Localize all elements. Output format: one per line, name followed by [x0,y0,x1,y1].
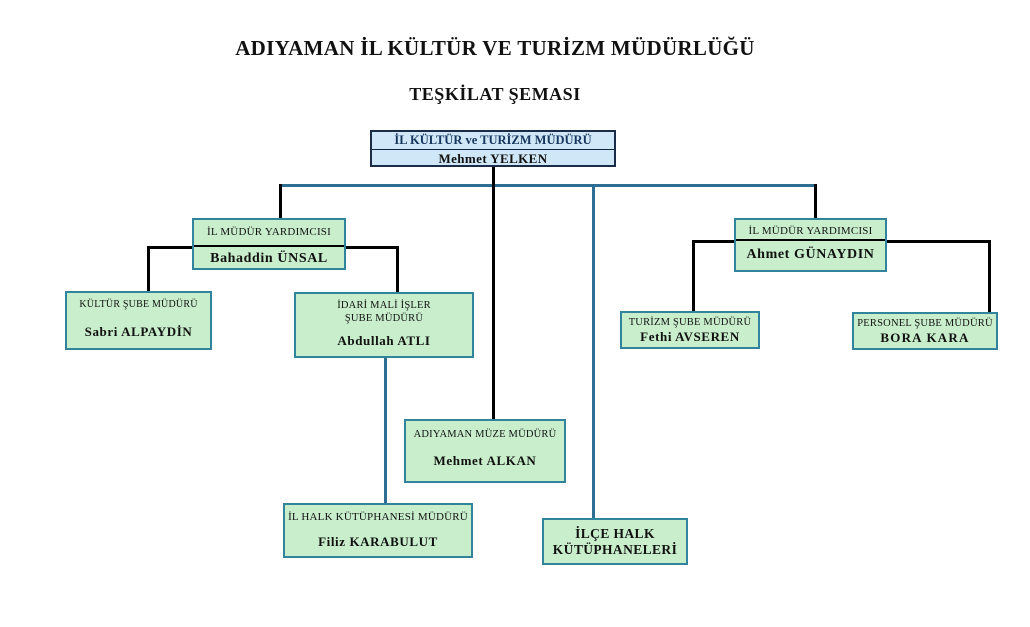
node-museum: ADIYAMAN MÜZE MÜDÜRÜ Mehmet ALKAN [404,419,566,483]
node-personnel-name: BORA KARA [880,330,970,346]
node-tourism-name: Fethi AVSEREN [640,329,740,345]
node-admin-finance-title-line1: İDARİ MALİ İŞLER [337,300,431,311]
node-deputy-right: İL MÜDÜR YARDIMCISI Ahmet GÜNAYDIN [734,218,887,272]
node-deputy-left: İL MÜDÜR YARDIMCISI Bahaddin ÜNSAL [192,218,346,270]
node-admin-finance-title-line2: ŞUBE MÜDÜRÜ [344,313,424,325]
node-culture-branch: KÜLTÜR ŞUBE MÜDÜRÜ Sabri ALPAYDİN [65,291,212,350]
node-director-name: Mehmet YELKEN [438,151,548,166]
node-tourism-branch: TURİZM ŞUBE MÜDÜRÜ Fethi AVSEREN [620,311,760,349]
node-deputy-left-name: Bahaddin ÜNSAL [210,251,328,266]
node-deputy-left-title: İL MÜDÜR YARDIMCISI [194,220,344,247]
node-public-library-title: İL HALK KÜTÜPHANESİ MÜDÜRÜ [288,511,468,523]
node-deputy-right-title: İL MÜDÜR YARDIMCISI [736,220,885,241]
node-public-library: İL HALK KÜTÜPHANESİ MÜDÜRÜ Filiz KARABUL… [283,503,473,558]
page-subtitle: TEŞKİLAT ŞEMASI [409,84,581,104]
node-museum-title: ADIYAMAN MÜZE MÜDÜRÜ [413,429,557,440]
page-title: ADIYAMAN İL KÜLTÜR VE TURİZM MÜDÜRLÜĞÜ [235,36,755,60]
node-deputy-right-name: Ahmet GÜNAYDIN [746,247,875,262]
node-museum-name: Mehmet ALKAN [433,453,537,469]
node-personnel-title: PERSONEL ŞUBE MÜDÜRÜ [857,318,993,329]
node-district-libraries: İLÇE HALK KÜTÜPHANELERİ [542,518,688,565]
node-admin-finance-branch: İDARİ MALİ İŞLER ŞUBE MÜDÜRÜ Abdullah AT… [294,292,474,358]
node-director-title: İL KÜLTÜR ve TURİZM MÜDÜRÜ [372,132,614,150]
node-tourism-title: TURİZM ŞUBE MÜDÜRÜ [628,317,752,328]
node-personnel-branch: PERSONEL ŞUBE MÜDÜRÜ BORA KARA [852,312,998,350]
node-culture-title: KÜLTÜR ŞUBE MÜDÜRÜ [79,299,198,310]
node-culture-name: Sabri ALPAYDİN [84,323,193,339]
node-admin-finance-title: İDARİ MALİ İŞLER ŞUBE MÜDÜRÜ [296,294,472,325]
node-district-libraries-line2: KÜTÜPHANELERİ [552,541,678,557]
node-district-libraries-line1: İLÇE HALK [575,525,655,541]
node-admin-finance-name: Abdullah ATLI [337,333,431,349]
node-public-library-name: Filiz KARABULUT [318,533,438,549]
node-director: İL KÜLTÜR ve TURİZM MÜDÜRÜ Mehmet YELKEN [370,130,616,167]
